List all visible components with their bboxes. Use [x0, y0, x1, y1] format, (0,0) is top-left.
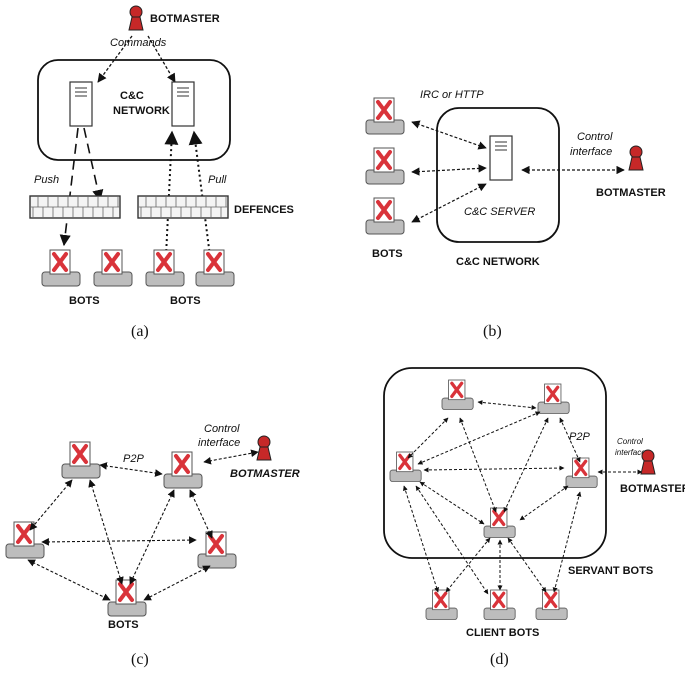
server-icon [489, 135, 513, 181]
client-bot-icon [425, 589, 458, 620]
control-interface-label-line2: interface [615, 448, 646, 457]
push-arrow [59, 127, 79, 247]
panel-a: BOTMASTER Commands C&C NETWORK Push Pull… [29, 5, 294, 340]
client-bot-icon [535, 589, 568, 620]
link-arrow [411, 164, 487, 176]
servant-bot-icon [565, 457, 598, 488]
p2p-link [27, 559, 111, 601]
bot-icon [145, 249, 185, 287]
p2p-link [29, 479, 73, 531]
client-link [445, 537, 491, 593]
caption-d: (d) [490, 651, 509, 668]
servant-bot-icon [537, 383, 570, 414]
cc-server-label: C&C SERVER [464, 206, 535, 218]
control-interface-label-line1: Control [204, 423, 240, 435]
bots-right-label: BOTS [170, 295, 201, 307]
link-arrow [411, 183, 487, 223]
p2p-link [459, 417, 497, 513]
caption-b: (b) [483, 323, 502, 340]
cc-network-box [37, 59, 231, 161]
botmaster-label: BOTMASTER [596, 187, 666, 199]
p2p-label: P2P [569, 431, 590, 443]
client-link [402, 485, 440, 593]
push-label: Push [34, 174, 59, 186]
servant-bot-icon [389, 451, 422, 482]
servant-bots-label: SERVANT BOTS [568, 565, 653, 577]
client-link [415, 485, 489, 595]
server-icon [69, 81, 93, 127]
caption-c: (c) [131, 651, 149, 668]
botmaster-label: BOTMASTER [230, 468, 300, 480]
push-arrow [83, 127, 104, 202]
bot-icon [5, 521, 45, 559]
p2p-link [519, 485, 569, 521]
pull-arrow [188, 130, 211, 257]
bots-label: BOTS [372, 248, 403, 260]
p2p-link [129, 489, 175, 585]
botmaster-label: BOTMASTER [620, 483, 685, 495]
servant-bot-icon [483, 507, 516, 538]
command-arrow-right [147, 35, 176, 83]
control-interface-label-line1: Control [617, 437, 643, 446]
pull-arrow [164, 130, 179, 257]
bot-icon [61, 441, 101, 479]
commands-label: Commands [110, 37, 167, 49]
caption-a: (a) [131, 323, 149, 340]
control-interface-label-line2: interface [570, 146, 612, 158]
p2p-label: P2P [123, 453, 144, 465]
servant-bot-icon [441, 379, 474, 410]
client-bot-icon [483, 589, 516, 620]
command-arrow-left [97, 35, 133, 83]
bot-icon [365, 197, 405, 235]
firewall-icon [29, 195, 121, 219]
bots-left-label: BOTS [69, 295, 100, 307]
pull-label: Pull [208, 174, 227, 186]
bot-icon [41, 249, 81, 287]
cc-network-label-line2: NETWORK [113, 105, 170, 117]
p2p-link [99, 462, 163, 477]
bot-icon [365, 147, 405, 185]
p2p-link [407, 417, 449, 459]
defences-label: DEFENCES [234, 204, 294, 216]
firewall-icon [137, 195, 229, 219]
servant-bots-box [383, 367, 607, 559]
bot-icon [365, 97, 405, 135]
cc-network-label: C&C NETWORK [456, 256, 540, 268]
bot-icon [197, 531, 237, 569]
cc-network-label-line1: C&C [120, 90, 144, 102]
p2p-link [88, 479, 124, 585]
p2p-link [503, 417, 549, 513]
botmaster-icon [628, 145, 644, 171]
control-interface-label-line2: interface [198, 437, 240, 449]
bot-icon [163, 451, 203, 489]
p2p-link [417, 411, 541, 465]
p2p-link [477, 399, 537, 411]
bot-icon [107, 579, 147, 617]
client-link [552, 491, 582, 593]
botmaster-icon [256, 435, 272, 461]
panel-d: P2P Control interface BOTMASTER SERVANT … [383, 367, 685, 668]
p2p-link [559, 417, 581, 463]
control-interface-arrow [203, 449, 259, 465]
botmaster-label: BOTMASTER [150, 13, 220, 25]
p2p-link [423, 465, 565, 473]
p2p-link [143, 565, 211, 601]
bot-icon [93, 249, 133, 287]
bot-icon [195, 249, 235, 287]
botmaster-icon [640, 449, 656, 475]
client-link [507, 537, 547, 593]
link-arrow [411, 120, 487, 150]
server-icon [171, 81, 195, 127]
panel-b: C&C SERVER IRC or HTTP Control interface… [365, 89, 666, 340]
panel-c: P2P Control interface BOTMASTER BOTS (c) [5, 423, 300, 668]
bots-label: BOTS [108, 619, 139, 631]
p2p-link [41, 536, 197, 546]
client-bots-label: CLIENT BOTS [466, 627, 539, 639]
p2p-link [189, 489, 213, 539]
control-interface-label-line1: Control [577, 131, 613, 143]
p2p-link [419, 481, 485, 525]
protocol-label: IRC or HTTP [420, 89, 484, 101]
botmaster-icon [128, 5, 144, 31]
